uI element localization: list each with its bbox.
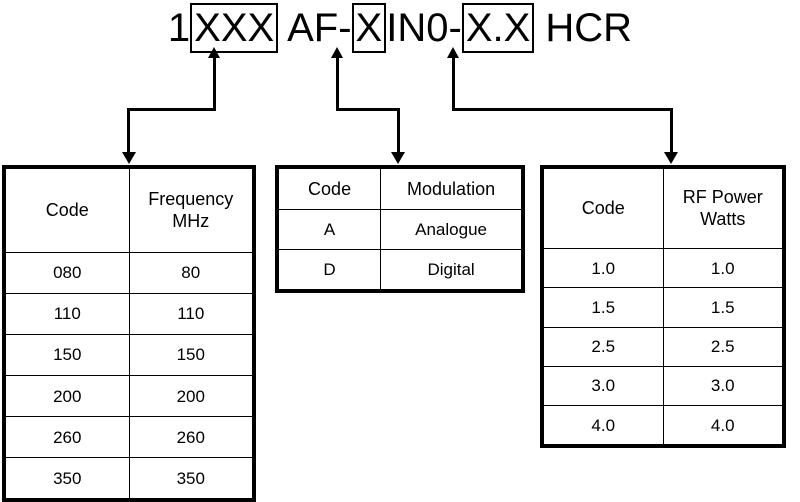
cell-value: 260 [128, 416, 252, 459]
cell-value: 350 [128, 457, 252, 498]
connector-3-arrow-down [664, 152, 678, 164]
pn-suffix-hcr: HCR [534, 6, 633, 50]
connector-2-vertical-upper [335, 57, 339, 111]
cell-code: A [279, 209, 382, 251]
cell-value: Digital [380, 249, 521, 289]
pn-literal-in0: IN0- [386, 6, 462, 50]
connector-2-vertical-lower [396, 108, 400, 153]
connector-3-arrow-up [447, 47, 459, 58]
pn-rfpower-code: X.X [461, 3, 535, 53]
cell-code: D [279, 249, 382, 289]
connector-1-arrow-up [208, 47, 220, 58]
cell-code: 350 [6, 457, 130, 498]
pn-prefix-1: 1 [167, 6, 191, 50]
pn-modulation-code: X [351, 3, 387, 53]
cell-value: 200 [128, 375, 252, 418]
cell-code: 200 [6, 375, 130, 418]
connector-3-horizontal [451, 108, 673, 111]
cell-value: 3.0 [662, 365, 782, 407]
cell-value: Analogue [380, 209, 521, 251]
cell-value: 4.0 [662, 405, 782, 444]
cell-code: 4.0 [544, 405, 664, 444]
cell-value: 150 [128, 333, 252, 377]
cell-value: 110 [128, 292, 252, 335]
connector-1-vertical-lower [127, 108, 130, 153]
cell-value: 1.5 [662, 287, 782, 328]
cell-code: 1.5 [544, 287, 664, 328]
cell-code: 110 [6, 292, 130, 335]
cell-value: 80 [128, 251, 252, 294]
pn-literal-af: AF- [278, 6, 352, 50]
cell-code: 2.5 [544, 326, 664, 367]
connector-3-vertical-upper [451, 57, 455, 111]
connector-3-vertical-lower [669, 108, 673, 153]
header-cell-value: Modulation [380, 169, 521, 211]
connector-2-horizontal [335, 108, 400, 111]
pn-frequency-code: XXX [190, 3, 279, 53]
connector-2-arrow-up [331, 47, 343, 58]
connector-1-arrow-down [121, 152, 136, 164]
header-cell-code: Code [6, 169, 130, 253]
cell-code: 3.0 [544, 365, 664, 407]
cell-code: 150 [6, 333, 130, 377]
connector-1-horizontal [127, 108, 215, 111]
connector-1-vertical-upper [212, 57, 216, 111]
cell-value: 1.0 [662, 247, 782, 289]
connector-2-arrow-down [391, 152, 405, 164]
cell-value: 2.5 [662, 326, 782, 367]
cell-code: 260 [6, 416, 130, 459]
header-cell-code: Code [544, 169, 664, 249]
cell-code: 1.0 [544, 247, 664, 289]
cell-code: 080 [6, 251, 130, 294]
header-cell-code: Code [279, 169, 382, 211]
